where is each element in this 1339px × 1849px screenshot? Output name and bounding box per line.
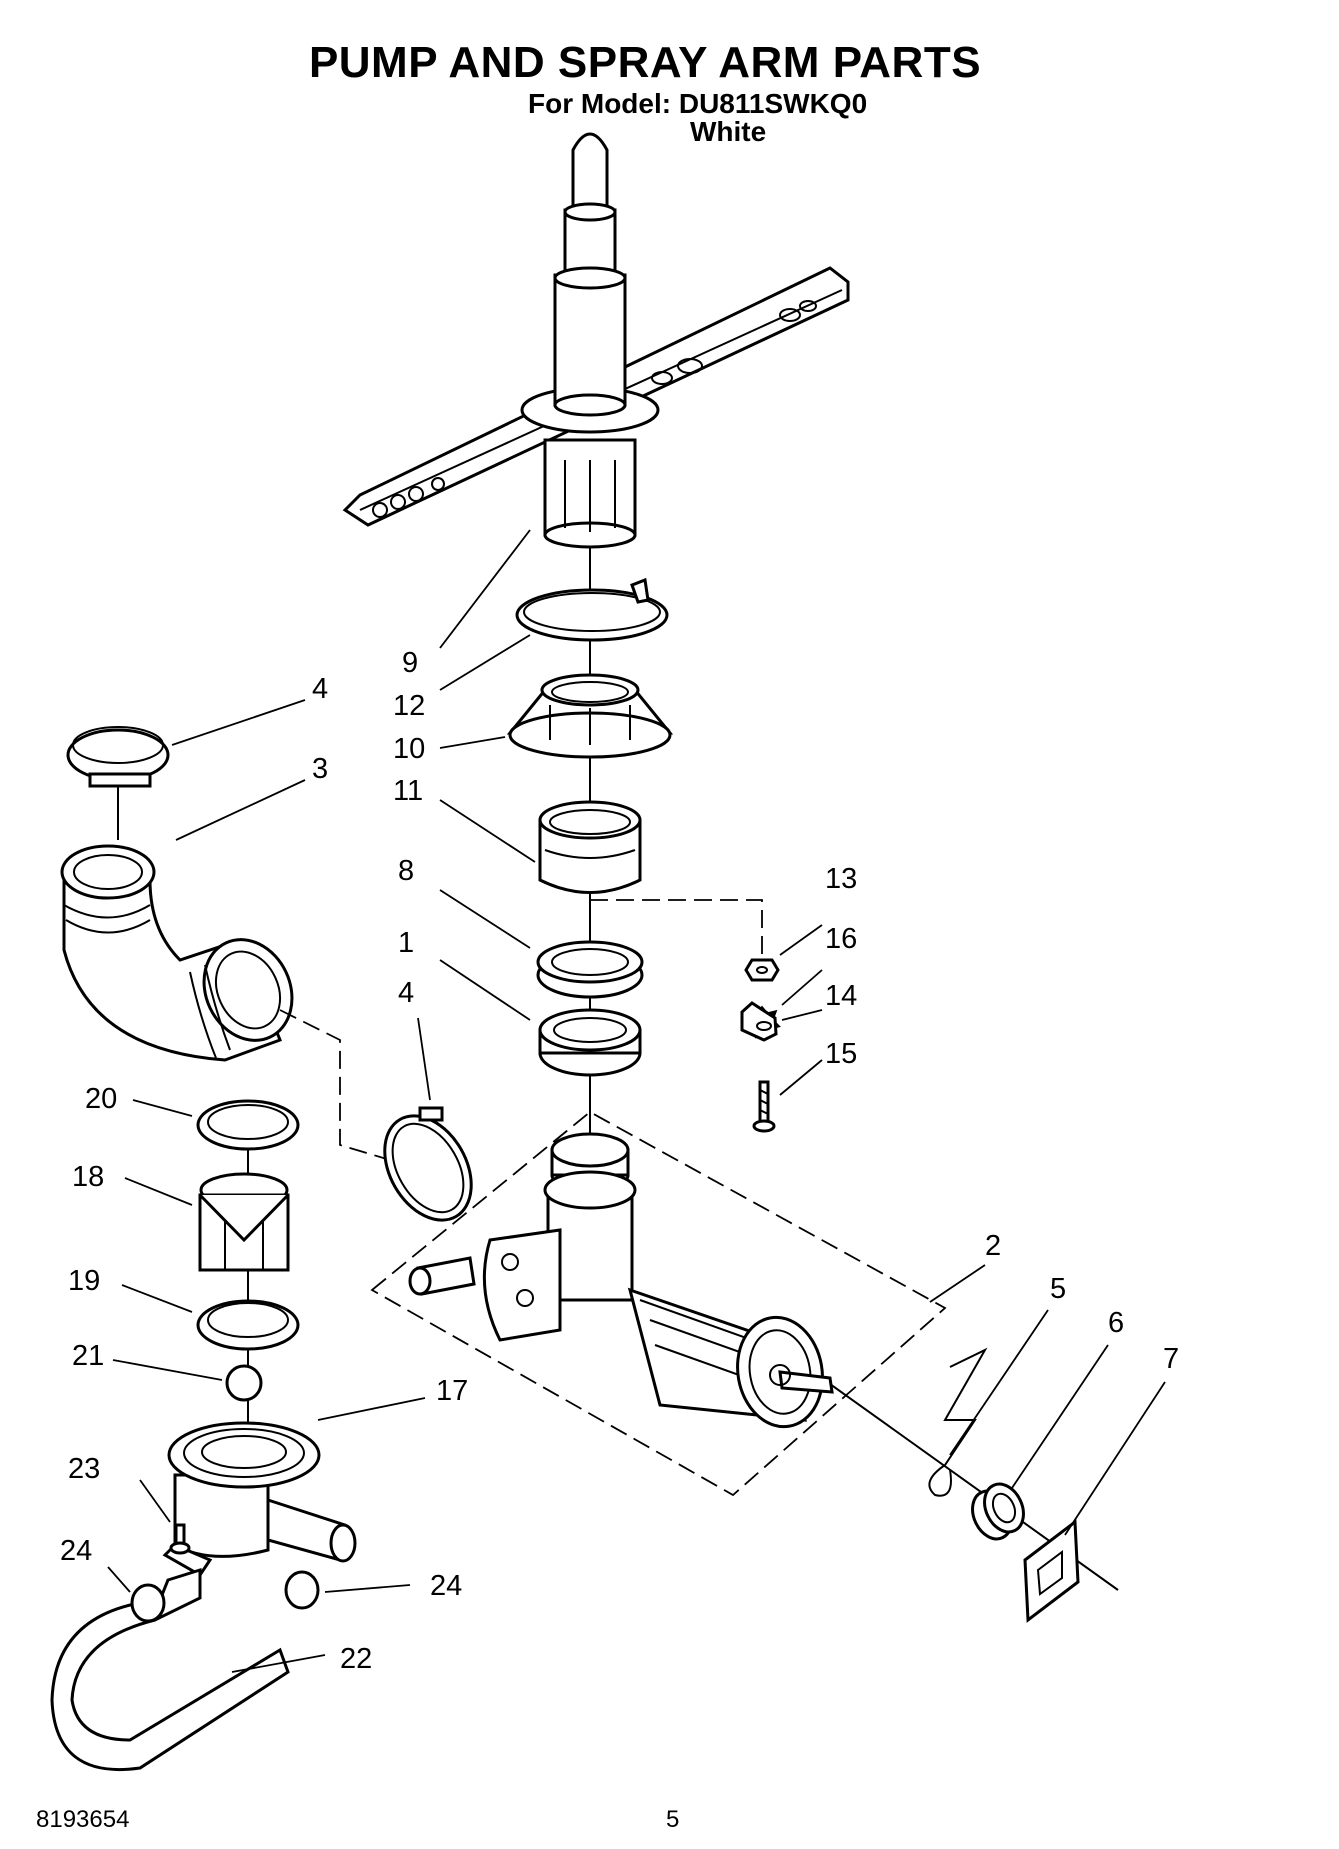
- callout-20: 20: [85, 1083, 117, 1115]
- document-number: 8193654: [36, 1806, 130, 1833]
- callout-3: 3: [312, 753, 328, 785]
- callout-8: 8: [398, 855, 414, 887]
- elbow-hose-part: [60, 844, 294, 1062]
- leader-lines: [107, 529, 1166, 1673]
- callout-15: 15: [825, 1038, 857, 1070]
- callout-19: 19: [68, 1265, 100, 1297]
- hose-clamp-left-part: [130, 1583, 166, 1623]
- callout-6: 6: [1108, 1307, 1124, 1339]
- sump-housing-part: [162, 1421, 357, 1577]
- callout-7: 7: [1163, 1343, 1179, 1375]
- callout-4-top: 4: [312, 673, 328, 705]
- bushing-part: [971, 1482, 1025, 1541]
- page-number: 5: [666, 1806, 680, 1833]
- manifold-part: [506, 673, 674, 759]
- callout-18: 18: [72, 1161, 104, 1193]
- callout-2: 2: [985, 1230, 1001, 1262]
- hose-routing-line: [279, 1009, 391, 1161]
- callout-24-right: 24: [430, 1570, 462, 1602]
- callout-13: 13: [825, 863, 857, 895]
- callout-16: 16: [825, 923, 857, 955]
- filter-screen-part: [198, 1172, 290, 1272]
- header: PUMP AND SPRAY ARM PARTS For Model: DU81…: [0, 0, 1339, 160]
- callout-23: 23: [68, 1453, 100, 1485]
- seal-ring-part: [536, 940, 644, 999]
- page-title: PUMP AND SPRAY ARM PARTS: [308, 38, 982, 87]
- pump-assembly-outline: [370, 1110, 947, 1497]
- callout-5: 5: [1050, 1273, 1066, 1305]
- model-line: For Model: DU811SWKQ0: [528, 88, 868, 119]
- hose-clamp-right-part: [284, 1570, 320, 1610]
- pump-seal-part: [538, 1008, 642, 1077]
- spring-clip-part: [928, 1347, 988, 1497]
- callout-9: 9: [402, 647, 418, 679]
- gasket-plate-part: [1023, 1519, 1080, 1623]
- callout-21: 21: [72, 1340, 104, 1372]
- nut-part: [744, 958, 780, 982]
- callout-10: 10: [393, 733, 425, 765]
- hose-clamp-top-part: [66, 726, 170, 840]
- check-ball-part: [225, 1364, 263, 1402]
- callout-12: 12: [393, 690, 425, 722]
- filter-ring-top-part: [196, 1099, 300, 1151]
- callout-14: 14: [825, 980, 857, 1012]
- fastener-link-line: [590, 899, 763, 960]
- callout-11: 11: [393, 775, 423, 807]
- screw-part: [752, 1080, 776, 1133]
- small-screw-part: [169, 1523, 191, 1555]
- color-line: White: [690, 116, 767, 147]
- bracket-part: [740, 1001, 778, 1042]
- callout-4-lower: 4: [398, 977, 414, 1009]
- hose-clamp-lower-part: [383, 1106, 473, 1222]
- housing-cup-part: [538, 800, 642, 894]
- drain-hose-part: [50, 1567, 290, 1772]
- filter-ring-lower-part: [196, 1299, 300, 1351]
- spray-arm-part: [342, 132, 850, 549]
- callout-22: 22: [340, 1643, 372, 1675]
- pump-motor-assembly-part: [408, 1132, 834, 1429]
- retaining-ring-part: [515, 577, 669, 642]
- callout-24-left: 24: [60, 1535, 92, 1567]
- callout-17: 17: [436, 1375, 468, 1407]
- callout-1: 1: [398, 927, 414, 959]
